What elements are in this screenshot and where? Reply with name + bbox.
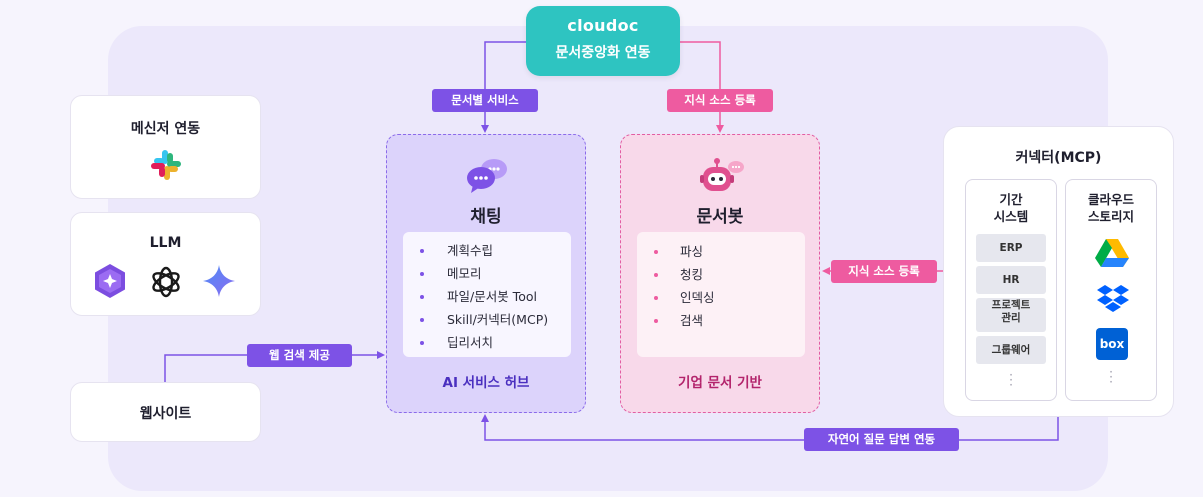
- box-icon: box: [1096, 328, 1128, 360]
- diagram-background: [108, 26, 1108, 491]
- cloudoc-box: cloudoc 문서중앙화 연동: [526, 6, 680, 76]
- slack-icon: [151, 150, 181, 180]
- line-cloudoc-to-chat: [481, 41, 527, 133]
- hr-item: HR: [976, 266, 1046, 294]
- dropbox-icon: [1097, 285, 1129, 312]
- cloud-storage-title: 클라우드 스토리지: [1087, 192, 1134, 224]
- openai-icon: [152, 266, 180, 298]
- website-title: 웹사이트: [139, 406, 192, 422]
- chat-hub-footer: AI 서비스 허브: [442, 375, 530, 391]
- google-drive-icon: [1095, 239, 1129, 267]
- tag-knowledge-right: 지식 소스 등록: [831, 260, 937, 283]
- messenger-card: 메신저 연동: [70, 95, 261, 199]
- gemini-sparkle-icon: [203, 265, 235, 297]
- list-item: 청킹: [637, 263, 805, 286]
- hexagon-ai-icon: [95, 264, 125, 298]
- list-item: 인덱싱: [637, 286, 805, 309]
- llm-card: LLM: [70, 212, 261, 316]
- llm-title: LLM: [149, 235, 182, 251]
- tag-web-search: 웹 검색 제공: [247, 344, 352, 367]
- erp-item: ERP: [976, 234, 1046, 262]
- line-cloudoc-to-docbot: [679, 41, 724, 133]
- connector-mcp-card: 커넥터(MCP) 기간 시스템 ERP HR 프로젝트 관리 그룹웨어 ··· …: [943, 126, 1174, 417]
- tag-nl-qa: 자연어 질문 답변 연동: [804, 428, 959, 451]
- website-card: 웹사이트: [70, 382, 261, 442]
- tag-knowledge-top: 지식 소스 등록: [667, 89, 773, 112]
- list-item: Skill/커넥터(MCP): [403, 308, 571, 331]
- list-item: 계획수립: [403, 239, 571, 262]
- list-item: 메모리: [403, 262, 571, 285]
- messenger-title: 메신저 연동: [130, 121, 201, 137]
- chat-bubbles-icon: [467, 159, 507, 193]
- list-item: 검색: [637, 309, 805, 332]
- groupware-item: 그룹웨어: [976, 336, 1046, 364]
- cloud-storage-box: 클라우드 스토리지 box ···: [1065, 179, 1157, 401]
- docbot-hub-footer: 기업 문서 기반: [678, 375, 762, 391]
- chat-hub: 채팅 계획수립 메모리 파일/문서봇 Tool Skill/커넥터(MCP) 딥…: [386, 134, 586, 413]
- more-dots-icon: ···: [1109, 365, 1113, 389]
- connector-title: 커넥터(MCP): [1015, 150, 1102, 166]
- docbot-feature-list: 파싱 청킹 인덱싱 검색: [637, 232, 805, 357]
- docbot-hub-title: 문서봇: [696, 207, 744, 227]
- chat-hub-title: 채팅: [470, 207, 502, 227]
- docbot-hub: 문서봇 파싱 청킹 인덱싱 검색 기업 문서 기반: [620, 134, 820, 413]
- project-management-item: 프로젝트 관리: [976, 298, 1046, 332]
- more-dots-icon: ···: [1009, 368, 1013, 392]
- cloudoc-logo: cloudoc: [567, 16, 639, 35]
- chat-hub-feature-list: 계획수립 메모리 파일/문서봇 Tool Skill/커넥터(MCP) 딥리서치: [403, 232, 571, 357]
- tag-doc-service: 문서별 서비스: [432, 89, 538, 112]
- list-item: 파싱: [637, 240, 805, 263]
- cloudoc-subtitle: 문서중앙화 연동: [555, 45, 651, 61]
- legacy-system-box: 기간 시스템 ERP HR 프로젝트 관리 그룹웨어 ···: [965, 179, 1057, 401]
- legacy-system-title: 기간 시스템: [993, 192, 1029, 224]
- list-item: 딥리서치: [403, 331, 571, 354]
- robot-icon: [700, 158, 744, 191]
- line-connector-to-chat: [481, 414, 1059, 441]
- list-item: 파일/문서봇 Tool: [403, 285, 571, 308]
